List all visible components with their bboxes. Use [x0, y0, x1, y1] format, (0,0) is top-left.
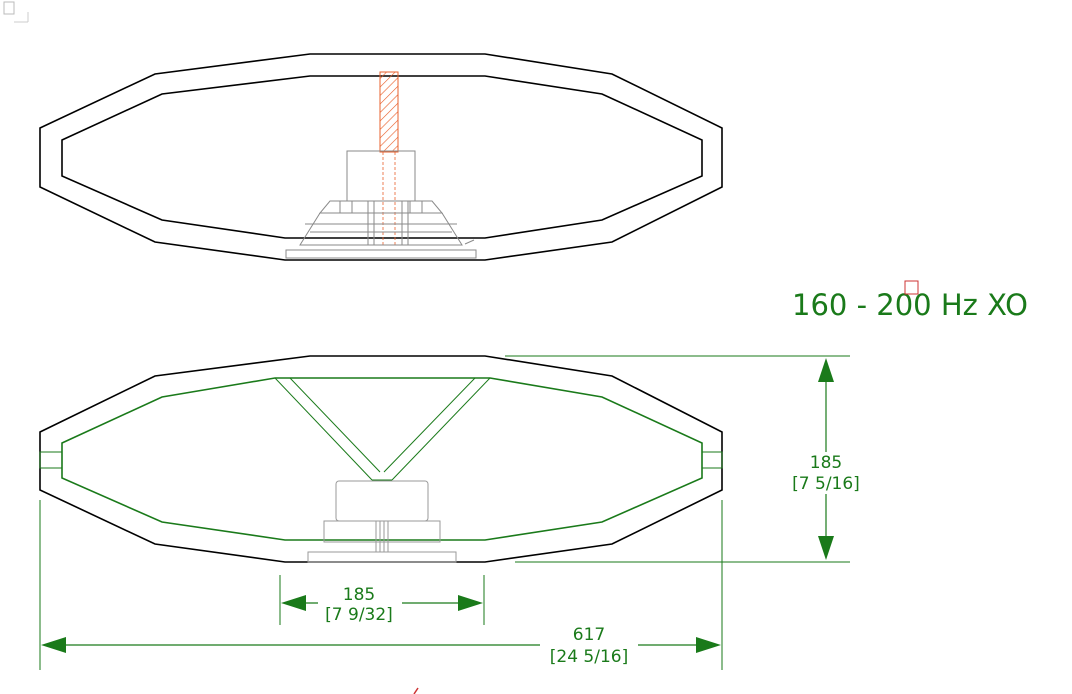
top-outer-shell: [39, 53, 723, 261]
bottom-marker: [413, 687, 419, 694]
driver-width-dimension: 185 [7 9/32]: [279, 575, 485, 625]
v-brace: [274, 377, 491, 481]
overall-width-value: 617: [573, 625, 605, 645]
anchor-marker: [904, 280, 919, 295]
top-driver: [285, 150, 477, 259]
driver-width-value: 185: [343, 585, 375, 605]
title: 160 - 200 Hz XO: [792, 288, 1028, 322]
top-inner-shell: [61, 75, 703, 239]
corner-mark: [3, 1, 29, 23]
height-imperial: [7 5/16]: [792, 474, 860, 494]
overall-width-imperial: [24 5/16]: [550, 647, 628, 667]
driver-width-imperial: [7 9/32]: [325, 605, 393, 625]
side-outer-shell: [39, 355, 723, 563]
height-dimension: 185 [7 5/16]: [505, 355, 863, 563]
overall-width-dimension: 617 [24 5/16]: [39, 500, 723, 670]
side-ports: [39, 451, 723, 469]
side-view: [39, 355, 723, 563]
side-inner-shell: [61, 377, 703, 541]
top-view: [39, 53, 723, 261]
brace-rod: [379, 71, 399, 153]
side-driver: [307, 480, 457, 563]
height-value: 185: [810, 453, 842, 473]
